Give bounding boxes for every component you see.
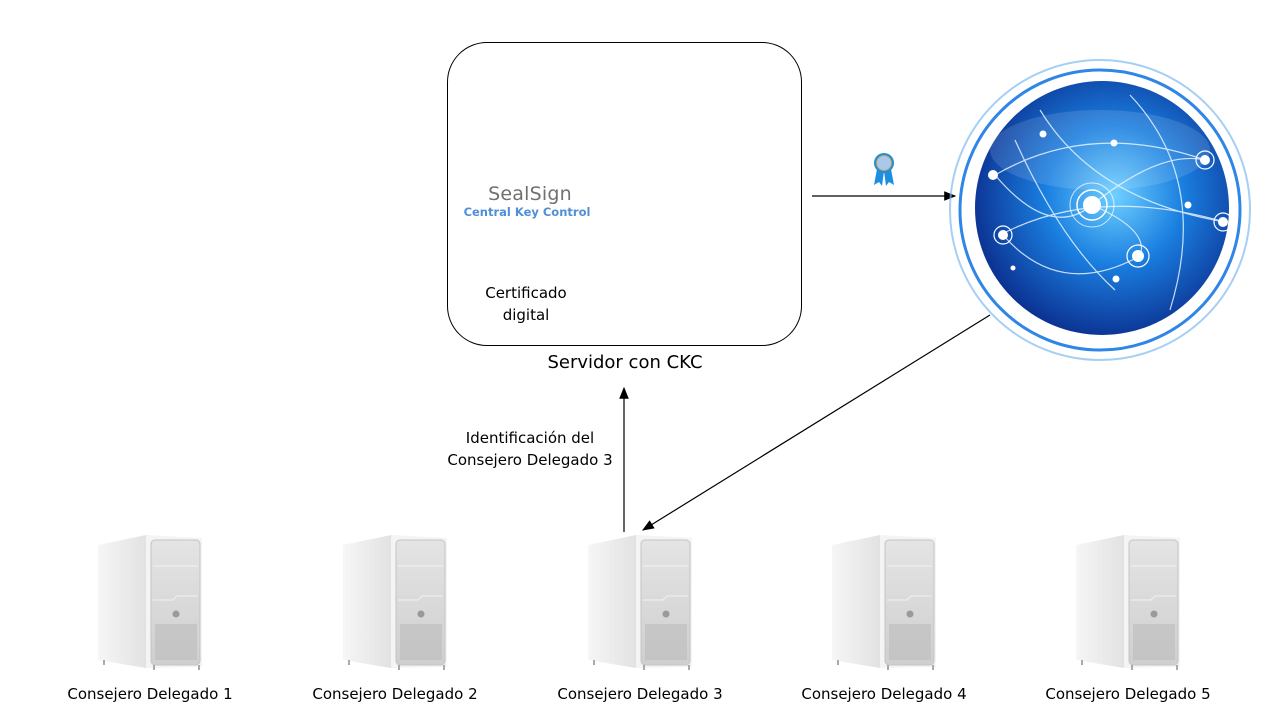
identification-label-line2: Consejero Delegado 3 [447, 451, 613, 469]
client-label: Consejero Delegado 5 [1045, 685, 1211, 703]
client-tower-icon [832, 535, 936, 670]
client-tower-icon [343, 535, 447, 670]
certificate-label-line1: Certificado [485, 284, 567, 302]
certificate-ribbon-icon [874, 153, 894, 186]
client-label: Consejero Delegado 4 [801, 685, 967, 703]
client-tower-icon [1076, 535, 1180, 670]
certificate-label-line2: digital [502, 306, 550, 324]
client-label: Consejero Delegado 3 [557, 685, 723, 703]
arrow-internet-to-client3 [641, 314, 991, 531]
globe-icon [949, 59, 1251, 361]
client-tower-icon [588, 535, 692, 670]
brand-name: SealSign [488, 183, 572, 205]
server-container [447, 42, 802, 346]
client-label: Consejero Delegado 2 [312, 685, 478, 703]
client-label: Consejero Delegado 1 [67, 685, 233, 703]
client-tower-icon [98, 535, 202, 670]
brand-subtitle: Central Key Control [463, 205, 591, 219]
server-caption: Servidor con CKC [547, 352, 703, 373]
identification-label-line1: Identificación del [465, 429, 595, 447]
